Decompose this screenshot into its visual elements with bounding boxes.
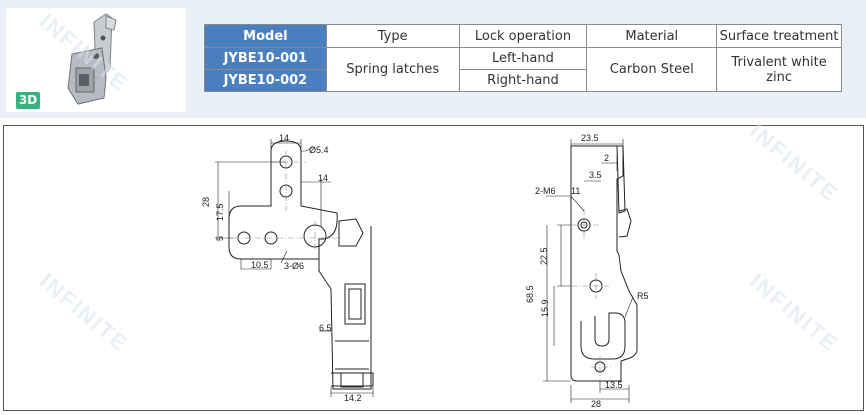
dim-14-right: 14 — [318, 173, 328, 183]
left-view: 14 Ø5.4 14 28 17.5 5 10.5 3-Ø6 6.5 14.2 — [201, 133, 374, 403]
dim-10-5: 10.5 — [251, 260, 269, 270]
table-row: JYBE10-002 Right-hand — [204, 69, 842, 92]
dim-14-top: 14 — [279, 133, 289, 143]
dim-23-5: 23.5 — [581, 133, 599, 143]
3d-badge[interactable]: 3D — [16, 92, 40, 109]
table-row: JYBE10-001 Spring latches Left-hand Carb… — [204, 47, 842, 92]
dim-28: 28 — [201, 197, 211, 207]
dim-6-5: 6.5 — [319, 323, 332, 333]
dim-22-5: 22.5 — [539, 247, 549, 265]
dim-13-5: 13.5 — [605, 380, 623, 390]
type-cell: Spring latches — [325, 47, 460, 92]
header-material: Material — [586, 24, 718, 48]
technical-drawing: 14 Ø5.4 14 28 17.5 5 10.5 3-Ø6 6.5 14.2 — [201, 133, 649, 409]
material-cell: Carbon Steel — [586, 47, 718, 92]
dim-17-5: 17.5 — [215, 203, 225, 221]
dim-2-m6: 2-M6 — [535, 186, 556, 196]
header-band: 3D Model Type Lock operation Material Su… — [0, 0, 866, 118]
model-jybe10-001[interactable]: JYBE10-001 — [204, 47, 327, 70]
spec-header-row: Model Type Lock operation Material Surfa… — [204, 24, 842, 48]
dim-2: 2 — [604, 153, 609, 163]
dim-5: 5 — [215, 236, 225, 241]
dim-14-2: 14.2 — [344, 393, 362, 403]
lock-left-hand: Left-hand — [458, 47, 588, 70]
dim-3-holes-6: 3-Ø6 — [284, 261, 304, 271]
dim-11: 11 — [571, 186, 580, 196]
spec-table: Model Type Lock operation Material Surfa… — [204, 24, 842, 92]
technical-drawing-panel: 14 Ø5.4 14 28 17.5 5 10.5 3-Ø6 6.5 14.2 — [3, 125, 864, 411]
dim-15-9: 15.9 — [540, 299, 550, 317]
header-lock-operation: Lock operation — [458, 24, 588, 48]
right-view: 23.5 2 3.5 2-M6 11 22.5 68.5 15.9 R5 13.… — [525, 133, 649, 409]
dim-68-5: 68.5 — [525, 285, 535, 303]
model-jybe10-002[interactable]: JYBE10-002 — [204, 69, 327, 92]
header-surface-treatment: Surface treatment — [716, 24, 842, 48]
dim-28-bottom: 28 — [591, 399, 601, 409]
lock-right-hand: Right-hand — [458, 69, 588, 92]
dim-3-5: 3.5 — [589, 170, 602, 180]
dim-diameter-5-4: Ø5.4 — [309, 145, 329, 155]
dim-r5: R5 — [637, 291, 649, 301]
product-thumbnail[interactable]: 3D — [6, 8, 186, 112]
latch-thumbnail-image — [67, 13, 117, 105]
header-model: Model — [204, 24, 327, 48]
surface-cell: Trivalent white zinc — [716, 47, 842, 92]
header-type: Type — [325, 24, 460, 48]
